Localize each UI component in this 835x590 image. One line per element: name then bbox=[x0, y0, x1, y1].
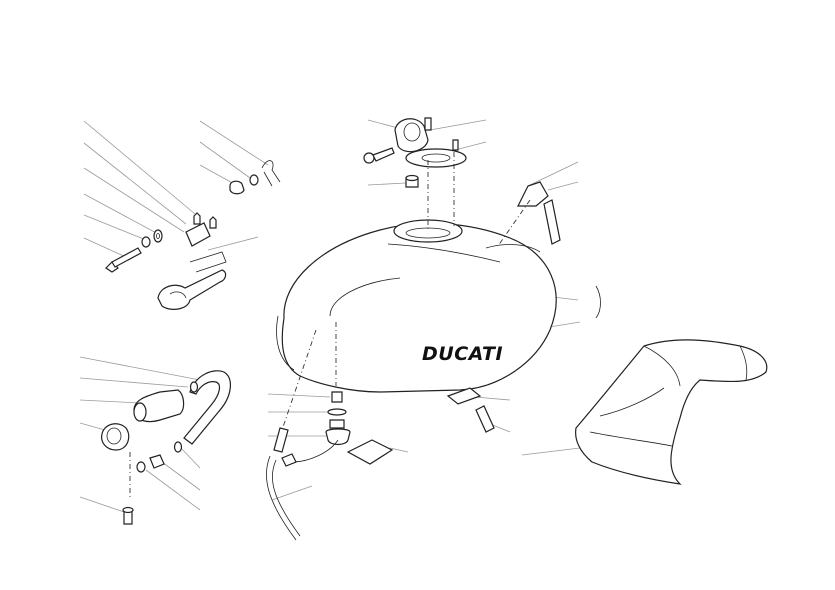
fuel-tank bbox=[276, 219, 601, 393]
filler-cap-assembly bbox=[363, 117, 467, 188]
drain-valve-and-hoses bbox=[266, 391, 351, 541]
mounting-bracket-assembly bbox=[105, 160, 281, 310]
seat-cover bbox=[575, 339, 768, 485]
rear-latch-part bbox=[517, 181, 561, 245]
assembly-axes bbox=[129, 152, 531, 500]
rubber-pad bbox=[346, 439, 394, 465]
brand-label: DUCATI bbox=[422, 343, 503, 365]
tank-mount-plate bbox=[446, 387, 495, 433]
fuel-pump-group bbox=[101, 370, 231, 525]
